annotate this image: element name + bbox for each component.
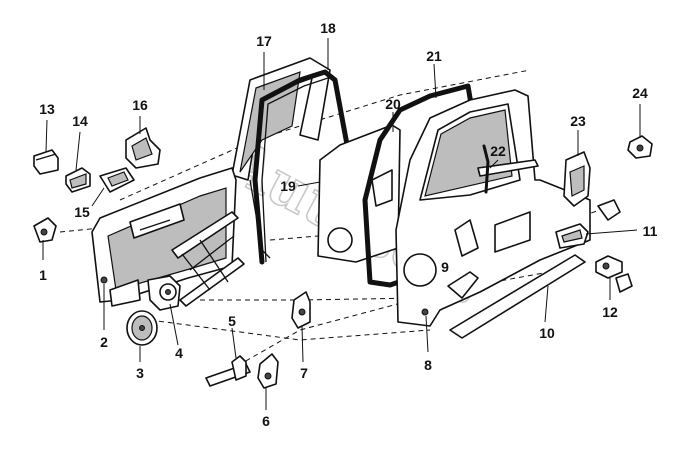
callout-8: 8 (424, 357, 432, 373)
callout-10: 10 (539, 325, 555, 341)
callout-4: 4 (175, 345, 183, 361)
frame-seal-18 (252, 69, 355, 265)
striker-24 (627, 135, 653, 159)
outer-molding-10 (449, 254, 586, 339)
callout-13: 13 (39, 101, 55, 117)
inside-handle-9 (447, 271, 479, 299)
bracket-15 (99, 167, 135, 193)
lock-cylinder-12 (595, 255, 633, 293)
callout-11: 11 (643, 223, 658, 239)
callout-19: 19 (280, 178, 296, 194)
callout-labels: 1 2 3 4 5 6 7 8 9 10 11 12 13 14 15 16 1… (39, 20, 658, 429)
callout-15: 15 (74, 204, 90, 220)
door-lock-23 (563, 151, 621, 221)
callout-5: 5 (228, 313, 236, 329)
leader-lines (42, 38, 641, 410)
callout-9: 9 (441, 259, 449, 275)
lock-rod-5 (205, 355, 251, 387)
callout-2: 2 (100, 334, 108, 350)
handle-bezel-14 (65, 167, 91, 193)
callout-1: 1 (39, 267, 47, 283)
outside-handle-11 (555, 223, 589, 249)
callout-6: 6 (262, 413, 270, 429)
belt-molding-22 (477, 144, 539, 194)
callout-22: 22 (490, 143, 506, 159)
clip-1 (33, 217, 57, 243)
callout-7: 7 (300, 365, 308, 381)
callout-12: 12 (602, 304, 618, 320)
callout-17: 17 (256, 33, 272, 49)
speaker-disc-3 (126, 310, 158, 346)
callout-24: 24 (632, 85, 648, 101)
window-regulator-4 (147, 211, 245, 311)
door-shell-8 (395, 89, 591, 327)
callout-14: 14 (72, 113, 88, 129)
trim-cap-13 (33, 149, 59, 175)
callout-18: 18 (320, 20, 336, 36)
callout-3: 3 (136, 365, 144, 381)
mirror-cover-16 (125, 127, 161, 169)
door-glass-20 (317, 124, 401, 263)
callout-23: 23 (570, 113, 586, 129)
callout-21: 21 (426, 48, 442, 64)
callout-20: 20 (385, 96, 401, 112)
door-check-6 (257, 353, 279, 389)
hinge-7 (291, 291, 311, 329)
callout-16: 16 (132, 97, 148, 113)
